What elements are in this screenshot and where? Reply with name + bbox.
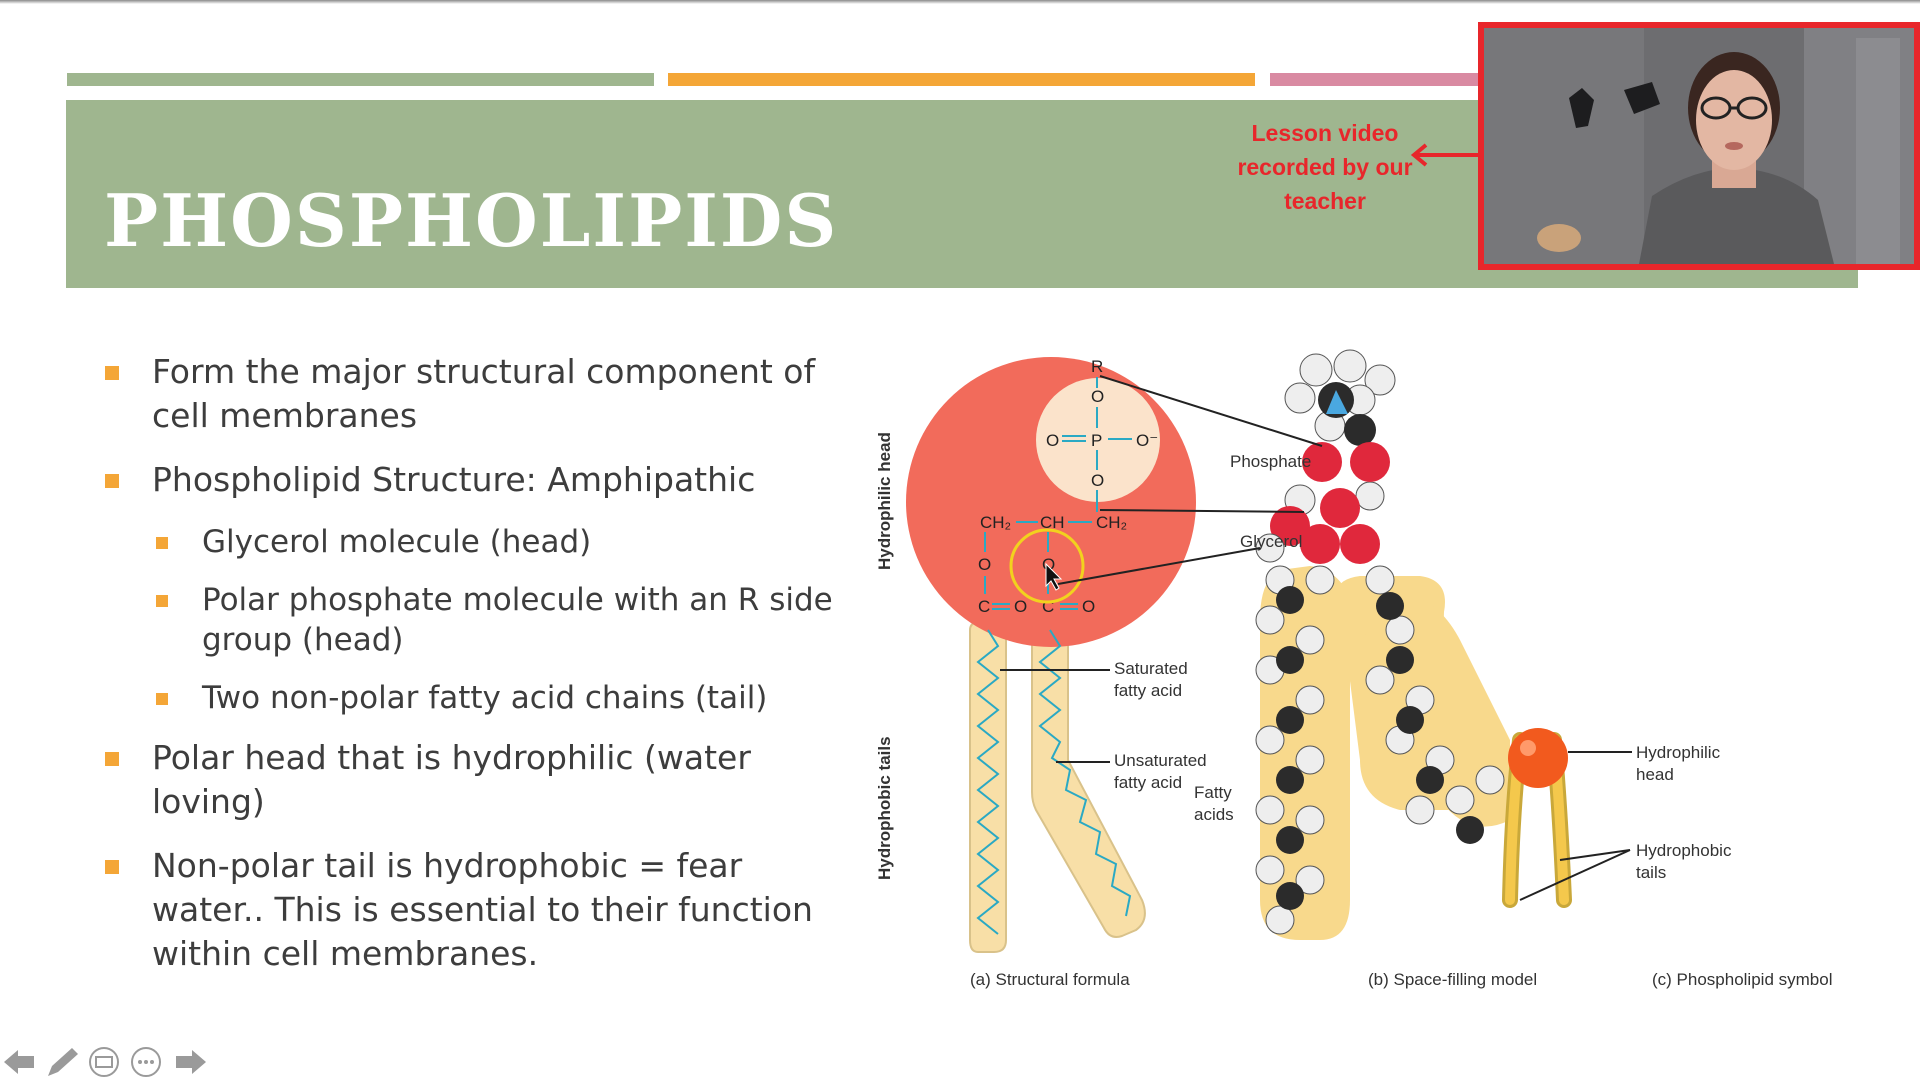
green-stripe — [67, 73, 654, 86]
atom-o-top: O — [1091, 387, 1104, 406]
next-arrow-icon[interactable] — [176, 1050, 206, 1074]
atom-o-carbonyl-right: O — [1082, 597, 1095, 616]
phospholipid-symbol — [1502, 728, 1572, 908]
atom-c-center: C — [1042, 597, 1054, 616]
pen-icon[interactable] — [48, 1048, 78, 1076]
teacher-video-feed — [1484, 28, 1914, 264]
video-callout: Lesson video recorded by our teacher — [1210, 116, 1440, 218]
sub-bullet-item: Glycerol molecule (head) — [100, 522, 860, 562]
more-icon[interactable] — [131, 1047, 161, 1077]
bullet-item: Form the major structural component of c… — [100, 350, 860, 438]
window-top-edge — [0, 0, 1920, 4]
atom-p: P — [1091, 431, 1102, 450]
label-saturated-line-2: fatty acid — [1114, 681, 1182, 700]
prev-arrow-icon[interactable] — [4, 1050, 34, 1074]
atom-o-left: O — [1046, 431, 1059, 450]
label-unsaturated-line-2: fatty acid — [1114, 773, 1182, 792]
pink-stripe — [1270, 73, 1482, 86]
teacher-video[interactable] — [1478, 22, 1920, 270]
label-fatty-acids-line-2: acids — [1194, 805, 1234, 824]
label-hydrophilic-line-1: Hydrophilic — [1636, 743, 1721, 762]
callout-arrow-icon — [1410, 143, 1478, 167]
atom-ch2-right: CH₂ — [1096, 513, 1127, 532]
atom-o-minus: O⁻ — [1136, 431, 1158, 450]
caption-space-filling-model: (b) Space-filling model — [1368, 970, 1537, 989]
bullet-list: Form the major structural component of c… — [100, 350, 860, 996]
callout-line-3: teacher — [1284, 188, 1366, 214]
label-hydrophobic-line-2: tails — [1636, 863, 1666, 882]
callout-line-1: Lesson video — [1251, 120, 1399, 146]
sub-bullet-item: Polar phosphate molecule with an R side … — [100, 580, 860, 660]
subtitles-icon[interactable] — [89, 1047, 119, 1077]
atom-o-carbonyl-left: O — [1014, 597, 1027, 616]
label-glycerol: Glycerol — [1240, 532, 1302, 551]
label-phosphate: Phosphate — [1230, 452, 1311, 471]
caption-phospholipid-symbol: (c) Phospholipid symbol — [1652, 970, 1832, 989]
label-hydrophilic-line-2: head — [1636, 765, 1674, 784]
label-fatty-acids-line-1: Fatty — [1194, 783, 1232, 802]
caption-structural-formula: (a) Structural formula — [970, 970, 1130, 989]
callout-line-2: recorded by our — [1237, 154, 1413, 180]
slide-title: PHOSPHOLIPIDS — [104, 178, 839, 263]
axis-hydrophobic-tails: Hydrophobic tails — [875, 736, 894, 880]
atom-o-ester-left: O — [978, 555, 991, 574]
structural-formula: R O O P O⁻ O CH₂ CH CH₂ O O C O C O — [906, 357, 1196, 953]
atom-c-left: C — [978, 597, 990, 616]
orange-stripe — [668, 73, 1255, 86]
label-unsaturated-line-1: Unsaturated — [1114, 751, 1207, 770]
label-saturated-line-1: Saturated — [1114, 659, 1188, 678]
sub-bullet-item: Two non-polar fatty acid chains (tail) — [100, 678, 860, 718]
label-hydrophobic-line-1: Hydrophobic — [1636, 841, 1732, 860]
axis-hydrophilic-head: Hydrophilic head — [875, 432, 894, 570]
space-filling-model — [1255, 349, 1510, 940]
bullet-item: Polar head that is hydrophilic (water lo… — [100, 736, 860, 824]
bullet-item: Non-polar tail is hydrophobic = fear wat… — [100, 844, 860, 976]
slideshow-controls — [0, 1044, 220, 1080]
atom-r: R — [1091, 357, 1103, 376]
atom-ch-center: CH — [1040, 513, 1065, 532]
atom-ch2-left: CH₂ — [980, 513, 1011, 532]
atom-o-bottom: O — [1091, 471, 1104, 490]
bullet-item: Phospholipid Structure: Amphipathic — [100, 458, 860, 502]
phospholipid-diagram: Hydrophilic head Hydrophobic tails R O O… — [875, 349, 1832, 989]
